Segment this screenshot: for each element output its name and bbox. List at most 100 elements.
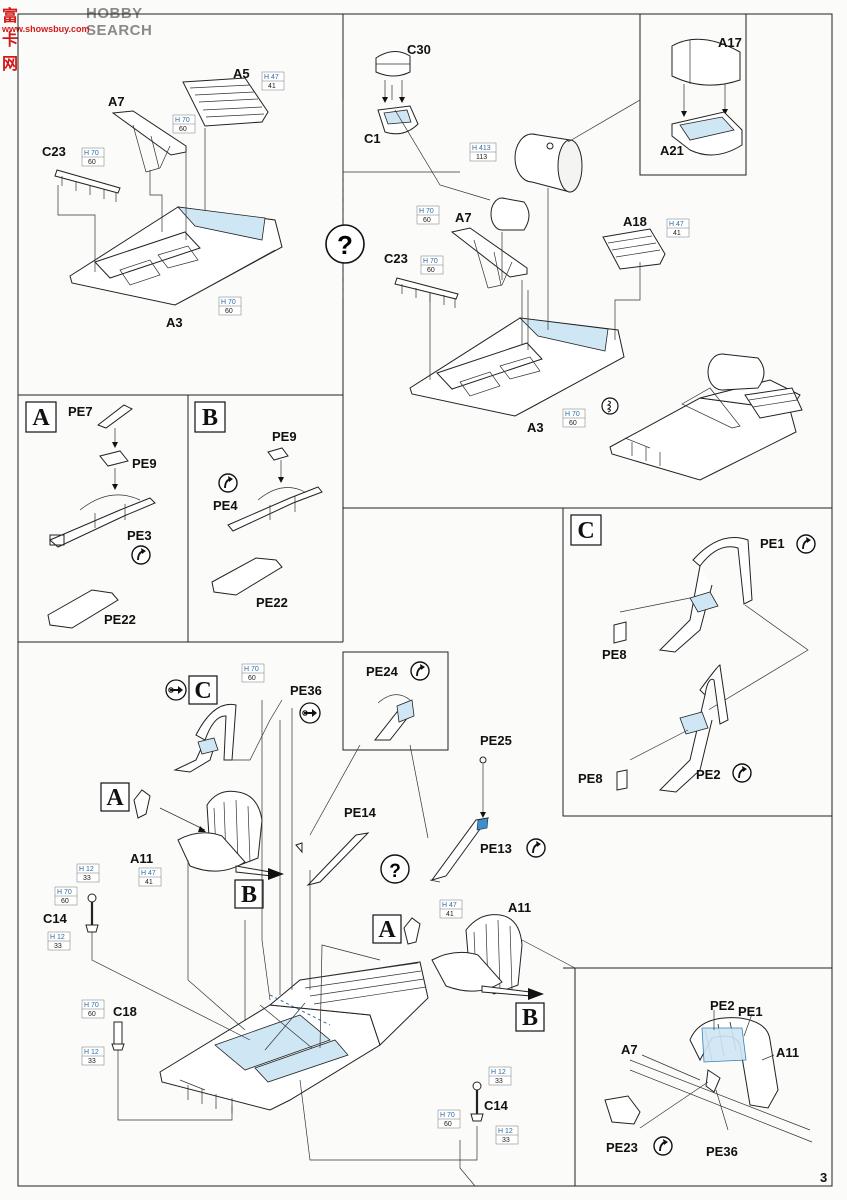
part-a11-right xyxy=(431,914,523,995)
svg-text:H 70: H 70 xyxy=(221,299,236,306)
part-a18 xyxy=(602,228,666,270)
label-pe2-detail: PE2 xyxy=(710,998,735,1013)
label-a18: A18 xyxy=(623,214,647,229)
svg-text:60: 60 xyxy=(61,898,69,905)
svg-text:60: 60 xyxy=(88,159,96,166)
label-a11-right: A11 xyxy=(508,900,531,915)
part-c14 xyxy=(85,893,99,933)
color-chip: H 413 113 xyxy=(469,142,497,162)
part-small-tank xyxy=(490,197,530,231)
rotate-arrow-icon xyxy=(410,661,430,681)
svg-text:60: 60 xyxy=(88,1011,96,1018)
part-pe36-detail xyxy=(705,1069,721,1093)
svg-text:H 47: H 47 xyxy=(141,870,156,877)
part-c30 xyxy=(375,51,411,77)
label-a11-left: A11 xyxy=(130,851,153,866)
part-a11-detail xyxy=(689,1017,779,1109)
svg-text:H 12: H 12 xyxy=(50,934,65,941)
svg-text:41: 41 xyxy=(268,83,276,90)
frames xyxy=(17,13,833,1187)
option-b-badge-ref: B xyxy=(234,879,264,909)
option-c-badge: C xyxy=(570,514,602,546)
svg-text:A: A xyxy=(32,405,50,431)
label-a11-detail: A11 xyxy=(776,1045,799,1060)
color-chip: H 70 60 xyxy=(54,886,78,906)
svg-text:H 70: H 70 xyxy=(175,117,190,124)
label-pe13: PE13 xyxy=(480,841,512,856)
part-seat-tool xyxy=(235,865,284,880)
svg-text:60: 60 xyxy=(427,267,435,274)
color-chip: H 12 33 xyxy=(47,931,71,951)
color-chip: H 70 60 xyxy=(437,1109,461,1129)
color-chip: H 12 33 xyxy=(495,1125,519,1145)
label-c18: C18 xyxy=(113,1004,137,1019)
rotate-arrow-icon xyxy=(218,473,238,493)
svg-text:H 47: H 47 xyxy=(442,902,457,909)
part-pe13 xyxy=(430,817,490,881)
label-pe23: PE23 xyxy=(606,1140,638,1155)
label-c30: C30 xyxy=(407,42,431,57)
svg-text:33: 33 xyxy=(88,1058,96,1065)
part-c18 xyxy=(111,1021,125,1051)
option-a-panel: A PE7 PE9 PE3 PE22 xyxy=(25,401,157,629)
part-seat-lever-left xyxy=(133,789,151,819)
part-belt-c xyxy=(173,699,283,773)
svg-text:B: B xyxy=(241,882,257,908)
part-pe8-2 xyxy=(616,769,628,791)
label-a7-detail: A7 xyxy=(621,1042,638,1057)
part-a21 xyxy=(671,111,743,156)
svg-text:33: 33 xyxy=(83,875,91,882)
svg-text:60: 60 xyxy=(444,1121,452,1128)
svg-text:H 70: H 70 xyxy=(84,1002,99,1009)
part-pe25 xyxy=(479,756,487,764)
label-a21: A21 xyxy=(660,143,684,158)
part-pe22 xyxy=(47,589,119,629)
label-pe24: PE24 xyxy=(366,664,399,679)
option-c-badge-ref: C xyxy=(188,675,218,705)
svg-text:B: B xyxy=(202,405,218,431)
option-b-panel: B PE9 PE4 PE22 xyxy=(194,401,323,610)
label-pe4: PE4 xyxy=(213,498,238,513)
svg-text:H 70: H 70 xyxy=(423,258,438,265)
svg-text:H 70: H 70 xyxy=(565,411,580,418)
label-pe8-2: PE8 xyxy=(578,771,603,786)
color-chip: H 70 60 xyxy=(172,114,196,134)
bend-arrow-icon xyxy=(299,702,321,724)
rotate-arrow-icon xyxy=(796,534,816,554)
svg-text:41: 41 xyxy=(446,911,454,918)
rotate-arrow-icon xyxy=(653,1136,673,1156)
svg-text:H 70: H 70 xyxy=(419,208,434,215)
label-pe14: PE14 xyxy=(344,805,377,820)
spring-icon xyxy=(601,397,619,415)
label-a3-right: A3 xyxy=(527,420,544,435)
assembled-preview xyxy=(609,353,803,481)
svg-text:A: A xyxy=(106,785,124,811)
svg-text:B: B xyxy=(522,1005,538,1031)
part-pe9-b xyxy=(267,447,289,461)
option-a-badge: A xyxy=(25,401,57,433)
svg-text:C: C xyxy=(194,678,211,704)
svg-text:C: C xyxy=(577,518,594,544)
label-c14: C14 xyxy=(43,911,68,926)
label-pe9: PE9 xyxy=(132,456,157,471)
rotate-arrow-icon xyxy=(732,763,752,783)
option-b-badge: B xyxy=(194,401,226,433)
bottom-assembly: C H 70 60 PE36 PE24 PE25 xyxy=(43,661,576,1187)
svg-text:60: 60 xyxy=(569,420,577,427)
label-pe22: PE22 xyxy=(104,612,136,627)
label-pe36: PE36 xyxy=(290,683,322,698)
svg-text:33: 33 xyxy=(502,1137,510,1144)
label-pe8: PE8 xyxy=(602,647,627,662)
svg-text:H 70: H 70 xyxy=(440,1112,455,1119)
svg-text:60: 60 xyxy=(225,308,233,315)
color-chip: H 70 60 xyxy=(81,147,105,167)
label-a7-right: A7 xyxy=(455,210,472,225)
part-fuel-tank xyxy=(514,133,583,193)
part-pe9 xyxy=(99,450,129,467)
label-pe3: PE3 xyxy=(127,528,152,543)
svg-text:H 70: H 70 xyxy=(84,150,99,157)
option-a-badge-ref: A xyxy=(100,782,130,812)
part-a3-right xyxy=(409,317,625,417)
part-c1 xyxy=(377,105,419,135)
